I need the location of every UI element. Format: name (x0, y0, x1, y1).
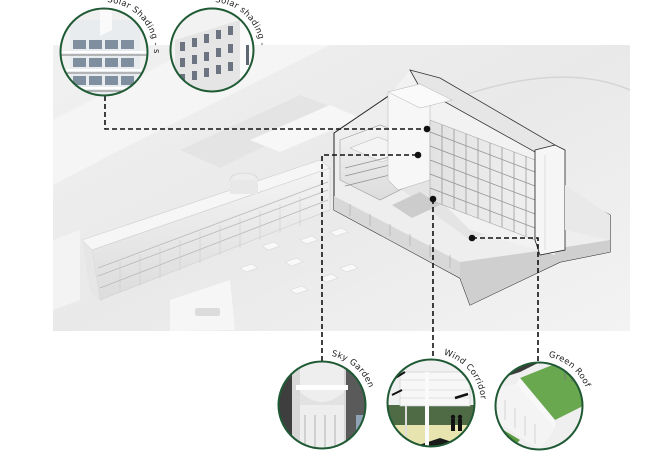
marker-green-roof (468, 234, 476, 242)
marker-wind-corridor (429, 195, 437, 203)
context-long-building (81, 159, 331, 301)
marker-sky-garden (414, 151, 422, 159)
callout-sky-garden: Sky Garden (277, 349, 375, 450)
leader-lines (104, 96, 539, 362)
leader-sky-garden (321, 154, 418, 361)
leader-solar-south (104, 96, 427, 130)
callout-wind-corridor: Wind Corridor (386, 348, 488, 448)
main-building (333, 69, 611, 306)
marker-solar-south (423, 125, 431, 133)
leader-green-roof (472, 237, 539, 362)
leader-markers (414, 125, 476, 242)
callout-green-roof: Green Roof (494, 350, 592, 451)
